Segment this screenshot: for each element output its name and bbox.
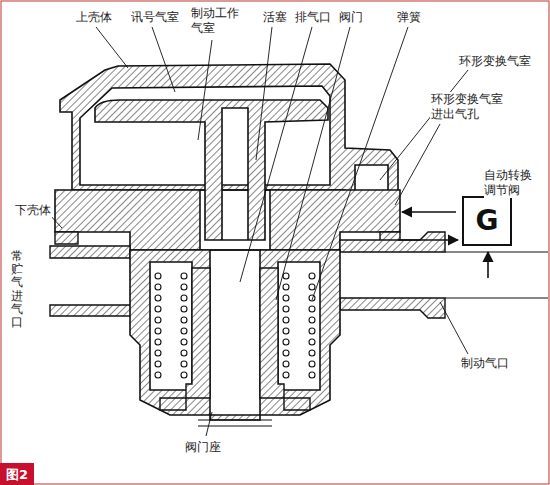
node-text: G: [476, 207, 499, 235]
part-label: 排气口: [294, 10, 332, 25]
valve-housing: [130, 250, 340, 420]
part-label: 弹簧: [396, 10, 422, 25]
spring-coil: [283, 306, 289, 312]
spring-coil: [181, 350, 187, 356]
outlet-pipe: [340, 232, 445, 318]
part-label: 常贮气进气口: [10, 250, 24, 329]
spring-coil: [181, 284, 187, 290]
spring-coil: [283, 372, 289, 378]
figure-caption: 图2: [0, 463, 34, 485]
spring-coil: [283, 328, 289, 334]
spring-coil: [181, 339, 187, 345]
part-label: 环形变换气室 进出气孔: [430, 92, 508, 122]
part-label: 阀门: [338, 10, 364, 25]
regulator-box: 自动转换 调节阀G: [462, 196, 512, 246]
spring-coil: [283, 317, 289, 323]
spring-coil: [309, 295, 315, 301]
spring-coil: [309, 350, 315, 356]
spring-coil: [181, 361, 187, 367]
spring-coil: [309, 306, 315, 312]
inlet-pipe: [50, 246, 140, 316]
spring-coil: [181, 317, 187, 323]
valve: [186, 268, 284, 398]
spring-coil: [283, 284, 289, 290]
spring-coil: [155, 339, 161, 345]
spring-coils: [155, 273, 315, 378]
spring-coil: [155, 273, 161, 279]
spring-coil: [155, 328, 161, 334]
spring-coil: [309, 339, 315, 345]
spring-coil: [155, 295, 161, 301]
spring-coil: [181, 295, 187, 301]
node-heading: 自动转换 调节阀: [484, 168, 534, 198]
spring-coil: [283, 273, 289, 279]
spring-coil: [155, 306, 161, 312]
spring-coil: [181, 372, 187, 378]
part-label: 制动工作 气室: [190, 6, 242, 36]
spring-coil: [309, 361, 315, 367]
spring-coil: [283, 339, 289, 345]
spring-coil: [309, 284, 315, 290]
piston: [95, 100, 328, 240]
part-label: 上壳体: [75, 10, 113, 25]
spring-coil: [181, 273, 187, 279]
spring-coil: [155, 372, 161, 378]
spring-coil: [309, 328, 315, 334]
leader-lines: [48, 27, 468, 436]
spring-coil: [155, 284, 161, 290]
part-label: 环形变换气室: [458, 54, 532, 69]
spring-coil: [155, 317, 161, 323]
part-label: 讯号气室: [130, 10, 180, 25]
spring-coil: [309, 317, 315, 323]
spring-coil: [155, 361, 161, 367]
part-label: 制动气口: [460, 356, 510, 371]
spring-coil: [283, 350, 289, 356]
spring-coil: [309, 273, 315, 279]
part-label: 下壳体: [14, 203, 52, 218]
spring-coil: [283, 361, 289, 367]
spring-coil: [283, 295, 289, 301]
spring-coil: [155, 350, 161, 356]
valve-seat: [160, 398, 310, 410]
spring-coil: [181, 306, 187, 312]
part-label: 活塞: [262, 10, 288, 25]
spring-coil: [309, 372, 315, 378]
spring-coil: [181, 328, 187, 334]
part-label: 阀门座: [184, 440, 222, 455]
